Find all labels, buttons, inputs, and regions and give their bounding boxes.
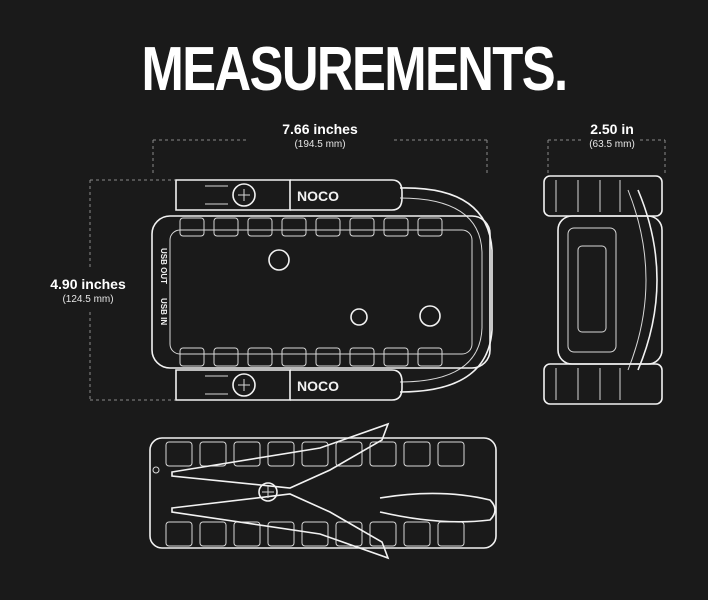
svg-text:USB OUT: USB OUT: [159, 248, 168, 284]
dimension-guides: [89, 139, 666, 401]
mount-hole: [268, 249, 290, 271]
page-title: MEASUREMENTS.: [141, 35, 569, 104]
height-label: 4.90 inches: [50, 276, 126, 292]
width-label: 7.66 inches: [282, 121, 358, 137]
depth-label: 2.50 in: [590, 121, 634, 137]
side-view: [543, 175, 663, 405]
cable-loop: [399, 187, 493, 393]
port-labels: USB OUT USB IN: [159, 248, 168, 325]
depth-dimension: 2.50 in (63.5 mm): [552, 121, 672, 150]
body-frame: [151, 215, 491, 369]
bottom-clamp: NOCO: [175, 369, 403, 401]
width-dimension: 7.66 inches (194.5 mm): [240, 121, 400, 150]
height-dimension: 4.90 inches (124.5 mm): [28, 276, 148, 305]
depth-metric: (63.5 mm): [589, 139, 635, 150]
mount-hole: [350, 308, 368, 326]
brand-top: NOCO: [297, 188, 339, 204]
height-metric: (124.5 mm): [62, 294, 114, 305]
top-clamp: NOCO: [175, 179, 403, 211]
svg-text:USB IN: USB IN: [159, 298, 168, 325]
brand-bottom: NOCO: [297, 378, 339, 394]
top-view: NOCO: [151, 179, 493, 401]
mount-hole: [419, 305, 441, 327]
front-view: [149, 422, 497, 560]
width-metric: (194.5 mm): [294, 139, 346, 150]
